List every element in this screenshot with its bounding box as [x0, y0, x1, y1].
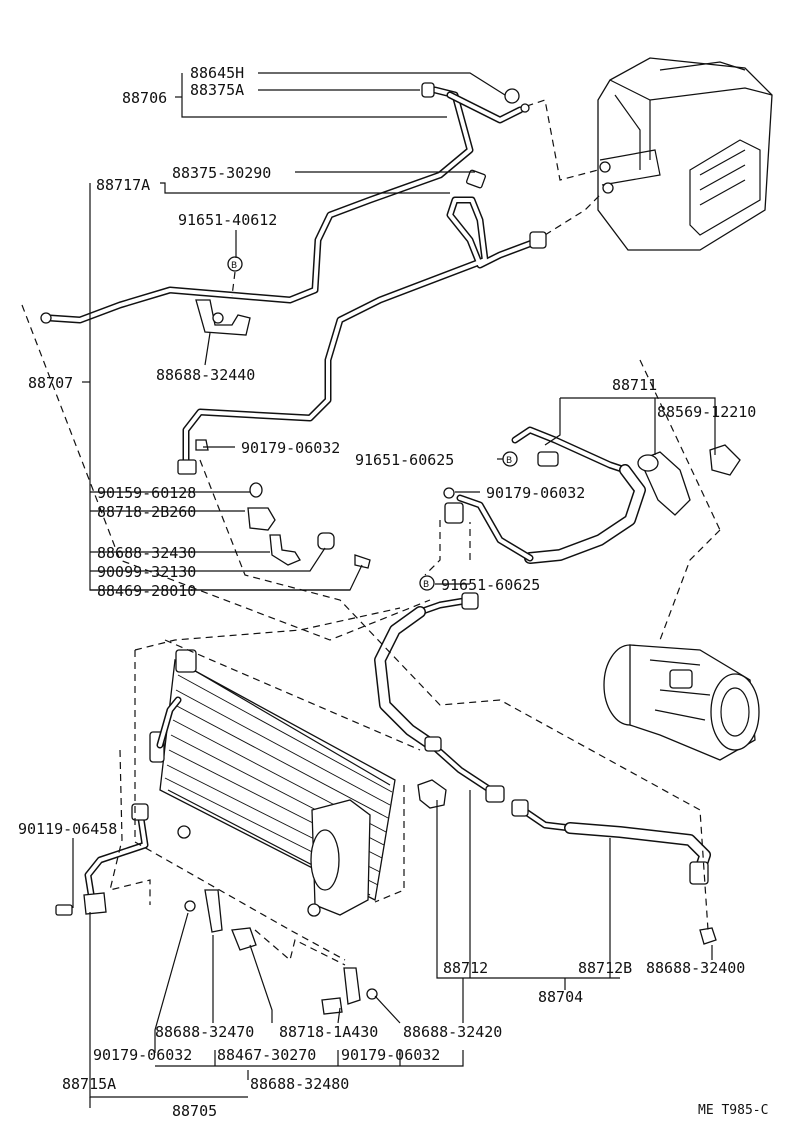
label-88688-32470: 88688-32470 — [155, 1023, 254, 1041]
label-88569-12210: 88569-12210 — [657, 403, 756, 421]
diagram-code: ME T985-C — [698, 1103, 768, 1118]
label-88718-2B260: 88718-2B260 — [97, 503, 196, 521]
discharge-hose-88712B — [511, 799, 717, 945]
label-88688-32430: 88688-32430 — [97, 544, 196, 562]
label-88705: 88705 — [172, 1102, 217, 1120]
bolt-badge-b: B — [227, 256, 243, 272]
label-88717A: 88717A — [96, 176, 150, 194]
evaporator-unit — [597, 57, 773, 251]
guide-line — [639, 359, 721, 531]
guide-line — [254, 929, 346, 966]
guide-line — [424, 520, 441, 576]
discharge-hose-88712 — [374, 592, 505, 809]
label-88375-30290: 88375-30290 — [172, 164, 271, 182]
guide-line — [231, 271, 236, 297]
leader-lines — [72, 72, 716, 1108]
guide-line — [109, 749, 151, 905]
label-88707: 88707 — [28, 374, 73, 392]
label-88375A: 88375A — [190, 81, 244, 99]
label-88467-30270: 88467-30270 — [217, 1046, 316, 1064]
guide-line — [164, 639, 421, 751]
small-hardware-parts — [195, 439, 371, 569]
label-91651-60625-a: 91651-60625 — [355, 451, 454, 469]
guide-line — [21, 304, 431, 641]
guide-line — [134, 650, 346, 961]
label-88688-32480: 88688-32480 — [250, 1075, 349, 1093]
label-90159-60128: 90159-60128 — [97, 484, 196, 502]
guide-line — [134, 607, 401, 651]
label-88715A: 88715A — [62, 1075, 116, 1093]
condenser-brackets — [184, 889, 378, 1015]
guide-line — [374, 785, 405, 903]
label-88711: 88711 — [612, 376, 657, 394]
label-90099-32130: 90099-32130 — [97, 563, 196, 581]
condenser — [149, 649, 396, 917]
guide-line — [199, 459, 709, 931]
label-88712B: 88712B — [578, 959, 632, 977]
bolt-badge-b: B — [419, 575, 435, 591]
liquid-pipe-88715A — [55, 803, 149, 916]
label-91651-40612: 91651-40612 — [178, 211, 277, 229]
label-91651-60625-b: 91651-60625 — [441, 576, 540, 594]
label-88704: 88704 — [538, 988, 583, 1006]
guide-line — [659, 529, 721, 641]
bolt-badge-b: B — [502, 451, 518, 467]
label-90179-06032-c: 90179-06032 — [93, 1046, 192, 1064]
label-88688-32440: 88688-32440 — [156, 366, 255, 384]
discharge-hose-88711 — [443, 426, 741, 564]
label-88688-32400: 88688-32400 — [646, 959, 745, 977]
label-90119-06458: 90119-06458 — [18, 820, 117, 838]
label-88688-32420: 88688-32420 — [403, 1023, 502, 1041]
label-90179-06032-b: 90179-06032 — [486, 484, 585, 502]
label-88645H: 88645H — [190, 64, 244, 82]
label-88706: 88706 — [122, 89, 167, 107]
suction-pipe-88706 — [40, 82, 530, 324]
svg-text:B: B — [506, 456, 512, 466]
label-88469-28010: 88469-28010 — [97, 582, 196, 600]
svg-text:B: B — [423, 580, 429, 590]
guide-line — [514, 99, 599, 181]
label-88718-1A430: 88718-1A430 — [279, 1023, 378, 1041]
label-90179-06032-d: 90179-06032 — [341, 1046, 440, 1064]
compressor — [603, 644, 760, 761]
suction-pipe-88717A — [177, 169, 547, 475]
pipe-clamp-88688-32440 — [195, 299, 251, 336]
label-88712: 88712 — [443, 959, 488, 977]
guide-line — [544, 194, 601, 236]
svg-text:B: B — [231, 261, 237, 271]
label-90179-06032-a: 90179-06032 — [241, 439, 340, 457]
